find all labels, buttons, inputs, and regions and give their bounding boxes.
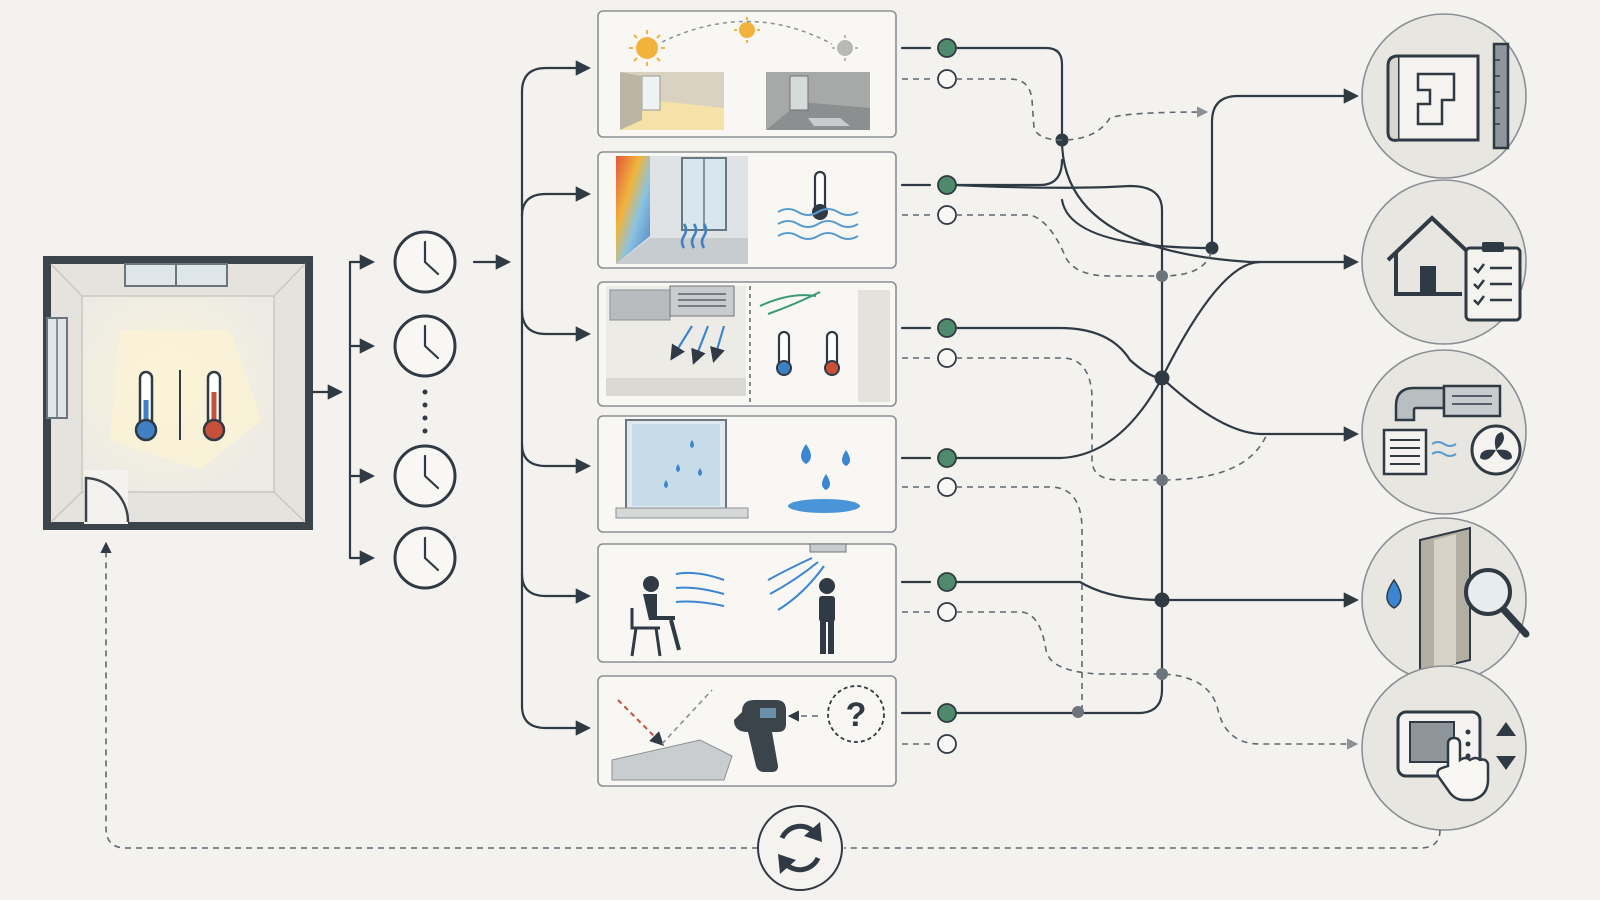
- scenario-branch-2: [520, 186, 592, 218]
- scenario-branch-4: [520, 442, 592, 474]
- ellipsis-dots: [422, 389, 428, 434]
- output-hvac: [1361, 349, 1527, 515]
- scenario-panel-supply-air: [597, 281, 897, 407]
- clock-icon: [393, 314, 457, 378]
- output-floor-plan: [1361, 13, 1527, 179]
- up-down-arrows-icon: [1496, 722, 1516, 770]
- fan-icon: [1470, 424, 1522, 476]
- sun-icon: [734, 17, 760, 43]
- scenario-trunk: [520, 90, 592, 736]
- standing-person-icon: [819, 578, 835, 654]
- inactive-dot: [937, 734, 957, 754]
- sunlit-room-image: [620, 72, 724, 130]
- inactive-dot: [937, 348, 957, 368]
- sun-icon: [832, 35, 858, 61]
- scenario-branch-1: [520, 60, 592, 94]
- dashed-junction-nodes: [1072, 270, 1168, 718]
- output-home-checklist: [1361, 179, 1527, 345]
- refresh-icon: [757, 805, 843, 891]
- clock-icon: [393, 230, 457, 294]
- wall-section-icon: [1419, 526, 1471, 674]
- ceiling-vent-icon: [809, 543, 847, 553]
- room-corner-image: [858, 290, 890, 402]
- magnifier-icon: [1464, 568, 1530, 638]
- warm-thermometer: [824, 330, 840, 376]
- vent-airflow-icon: [767, 557, 825, 611]
- inactive-dot: [937, 602, 957, 622]
- scenario-panel-condensation: [597, 415, 897, 533]
- clock-icon: [393, 526, 457, 590]
- room-floor-plan: [43, 256, 313, 530]
- active-dot: [937, 448, 957, 468]
- vent-grille-icon: [1382, 428, 1428, 476]
- scenario-panel-solar-gain: [597, 10, 897, 138]
- dashed-connections: [956, 78, 1359, 750]
- scenario-branch-5: [520, 572, 592, 604]
- ir-thermometer-icon: [734, 700, 786, 772]
- output-moisture-inspection: [1361, 517, 1530, 683]
- scenario-panel-measurement: ?: [597, 675, 897, 787]
- water-drop-icon: [1386, 578, 1402, 609]
- seated-person-icon: [630, 576, 681, 657]
- warm-thermometer: [202, 370, 226, 442]
- active-dot: [937, 318, 957, 338]
- scenario-panel-cold-wall: [597, 151, 897, 269]
- room-window-left: [46, 317, 68, 419]
- inactive-dot: [937, 69, 957, 89]
- active-dot: [937, 572, 957, 592]
- room-door: [84, 470, 130, 524]
- sun-icon: [629, 30, 665, 66]
- wet-window-image: [615, 419, 749, 519]
- house-icon: [1386, 215, 1472, 296]
- feedback-loop: [100, 541, 1441, 891]
- junction-nodes: [1055, 133, 1219, 608]
- scenario-branch-3: [520, 308, 592, 342]
- active-dot: [937, 703, 957, 723]
- question-mark-text: ?: [846, 696, 867, 734]
- scenario-panel-occupant: [597, 543, 897, 663]
- cold-thermometer: [776, 330, 792, 376]
- status-dots: [900, 38, 957, 754]
- inactive-dot: [937, 205, 957, 225]
- airflow-lines-icon: [675, 571, 725, 607]
- inactive-dot: [937, 477, 957, 497]
- draft-arrows-icon: [759, 291, 821, 315]
- water-drops-icon: [788, 444, 860, 513]
- solid-connections: [954, 46, 1360, 715]
- airflow-lines-icon: [1431, 441, 1457, 457]
- clipboard-checklist-icon: [1464, 242, 1522, 322]
- question-mark-icon: ?: [827, 685, 885, 743]
- cold-wave-icon: [777, 208, 859, 240]
- active-dot: [937, 175, 957, 195]
- surface-reflection-image: [611, 689, 733, 781]
- pointing-hand-icon: [1436, 736, 1490, 802]
- output-thermostat: [1361, 665, 1527, 831]
- shaded-room-image: [766, 72, 870, 130]
- duct-vent-icon: [1394, 384, 1502, 422]
- clock-icon: [393, 444, 457, 508]
- room-window-top: [124, 263, 228, 287]
- blueprint-ruler-icon: [1386, 42, 1510, 150]
- cold-wall-image: [616, 156, 748, 264]
- active-dot: [937, 38, 957, 58]
- air-duct-image: [606, 285, 746, 396]
- cold-thermometer: [134, 370, 158, 442]
